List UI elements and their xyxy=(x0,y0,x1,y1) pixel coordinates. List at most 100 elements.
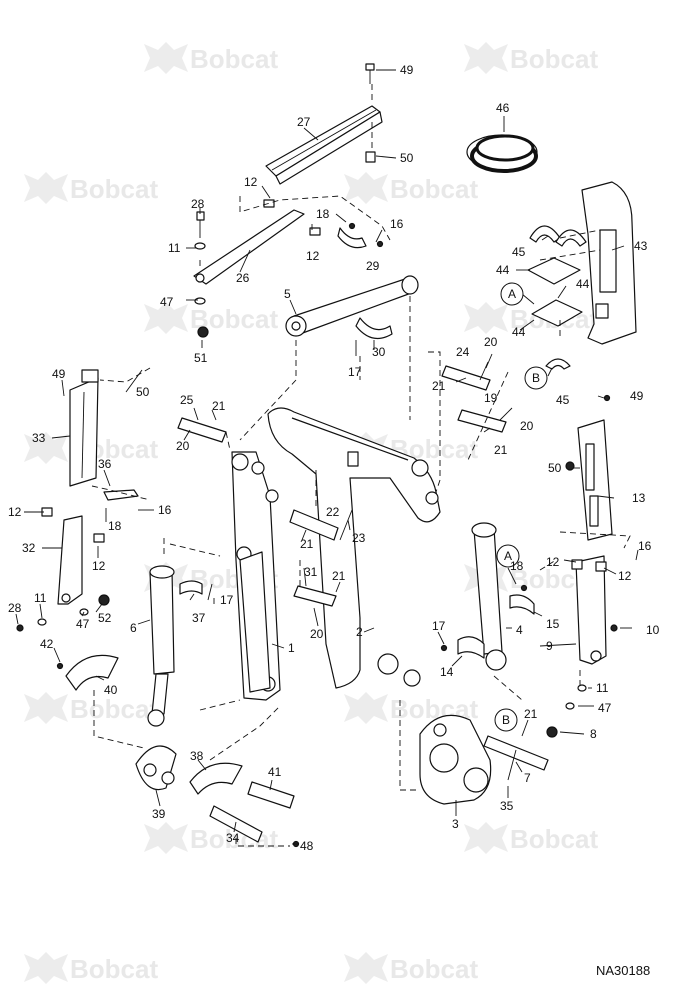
drawing-number: NA30188 xyxy=(596,963,650,978)
callout-18: 18 xyxy=(316,207,330,221)
watermark-brand-text: Bobcat xyxy=(510,44,598,74)
part-30-strap xyxy=(355,317,393,356)
watermark-logo-icon xyxy=(464,42,508,74)
callout-19: 19 xyxy=(484,391,498,405)
part-31-pin xyxy=(293,585,337,607)
part-26-bracket-arm xyxy=(193,199,321,285)
part-6-cylinder xyxy=(147,565,175,727)
callout-12: 12 xyxy=(546,555,560,569)
callout-39: 39 xyxy=(152,807,166,821)
watermark-logo-icon xyxy=(24,432,68,464)
part-hardware-stack-upper xyxy=(194,211,209,338)
part-38-plate xyxy=(189,762,243,795)
ref-letter-b-upper: B xyxy=(532,371,540,385)
watermark-logo-icon xyxy=(144,302,188,334)
callout-16: 16 xyxy=(638,539,652,553)
watermark-brand-text: Bobcat xyxy=(390,954,478,984)
parts-artwork xyxy=(16,63,637,848)
callout-8: 8 xyxy=(590,727,597,741)
part-3-swing-bracket xyxy=(419,714,492,805)
callout-45: 45 xyxy=(556,393,570,407)
ref-letter-a-lower: A xyxy=(504,549,512,563)
callout-16: 16 xyxy=(390,217,404,231)
callout-43: 43 xyxy=(634,239,648,253)
callout-49: 49 xyxy=(630,389,644,403)
part-45-44-seals xyxy=(527,225,587,370)
part-29-clamp xyxy=(337,222,384,249)
watermark-logo-icon xyxy=(344,692,388,724)
callout-17: 17 xyxy=(220,593,234,607)
callout-35: 35 xyxy=(500,799,514,813)
callout-21: 21 xyxy=(212,399,226,413)
callout-labels: 49 27 46 50 12 28 18 16 11 12 45 43 29 4… xyxy=(8,63,660,853)
assembly-guides xyxy=(91,84,631,847)
part-46-hose-coil xyxy=(466,134,538,173)
callout-20: 20 xyxy=(520,419,534,433)
watermark-logo-icon xyxy=(144,42,188,74)
callout-17: 17 xyxy=(348,365,362,379)
callout-42: 42 xyxy=(40,637,54,651)
callout-9: 9 xyxy=(546,639,553,653)
watermark-brand-text: Bobcat xyxy=(190,44,278,74)
watermark-logo-icon xyxy=(464,822,508,854)
part-9-arm-plate xyxy=(546,555,618,738)
callout-17: 17 xyxy=(432,619,446,633)
callout-27: 27 xyxy=(297,115,311,129)
watermark-brand-text: Bobcat xyxy=(70,694,158,724)
callout-18: 18 xyxy=(108,519,122,533)
callout-3: 3 xyxy=(452,817,459,831)
callout-21: 21 xyxy=(300,537,314,551)
ref-marker-a-lower: A xyxy=(496,544,520,568)
callout-34: 34 xyxy=(226,831,240,845)
part-13-side-panel xyxy=(565,394,613,541)
callout-11: 11 xyxy=(34,591,47,605)
callout-33: 33 xyxy=(32,431,46,445)
callout-21: 21 xyxy=(432,379,446,393)
callout-12: 12 xyxy=(92,559,106,573)
callout-46: 46 xyxy=(496,101,510,115)
callout-50: 50 xyxy=(400,151,414,165)
callout-25: 25 xyxy=(180,393,194,407)
callout-11: 11 xyxy=(596,681,609,695)
callout-50: 50 xyxy=(548,461,562,475)
part-1-arm xyxy=(231,451,281,701)
watermark-logo-icon xyxy=(344,952,388,984)
ref-marker-a-upper: A xyxy=(500,282,524,306)
callout-47: 47 xyxy=(160,295,174,309)
callout-50: 50 xyxy=(136,385,150,399)
callout-28: 28 xyxy=(191,197,205,211)
watermark-logo-icon xyxy=(24,172,68,204)
callout-20: 20 xyxy=(484,335,498,349)
part-49-bolt-top xyxy=(365,63,375,84)
callout-21: 21 xyxy=(494,443,508,457)
callout-38: 38 xyxy=(190,749,204,763)
part-24-19-pins xyxy=(441,361,513,433)
callout-21: 21 xyxy=(524,707,538,721)
watermark-brand-text: Bobcat xyxy=(70,174,158,204)
callout-37: 37 xyxy=(192,611,206,625)
ref-marker-b-lower: B xyxy=(494,708,518,732)
callout-45: 45 xyxy=(512,245,526,259)
callout-1: 1 xyxy=(288,641,295,655)
watermark-brand-text: Bobcat xyxy=(390,174,478,204)
part-33-panel xyxy=(69,369,99,487)
part-22-pin xyxy=(289,509,353,541)
callout-44: 44 xyxy=(496,263,510,277)
part-27-rail xyxy=(265,105,383,185)
part-2-boom xyxy=(267,407,441,689)
callout-4: 4 xyxy=(516,623,523,637)
callout-52: 52 xyxy=(98,611,112,625)
watermark-logo-icon xyxy=(24,952,68,984)
leader-lines xyxy=(15,69,639,845)
callout-11: 11 xyxy=(168,241,181,255)
callout-31: 31 xyxy=(304,565,318,579)
callout-49: 49 xyxy=(52,367,66,381)
ref-letter-b-lower: B xyxy=(502,713,510,727)
callout-12: 12 xyxy=(244,175,258,189)
callout-5: 5 xyxy=(284,287,291,301)
callout-36: 36 xyxy=(98,457,112,471)
callout-41: 41 xyxy=(268,765,282,779)
callout-12: 12 xyxy=(618,569,632,583)
callout-40: 40 xyxy=(104,683,118,697)
